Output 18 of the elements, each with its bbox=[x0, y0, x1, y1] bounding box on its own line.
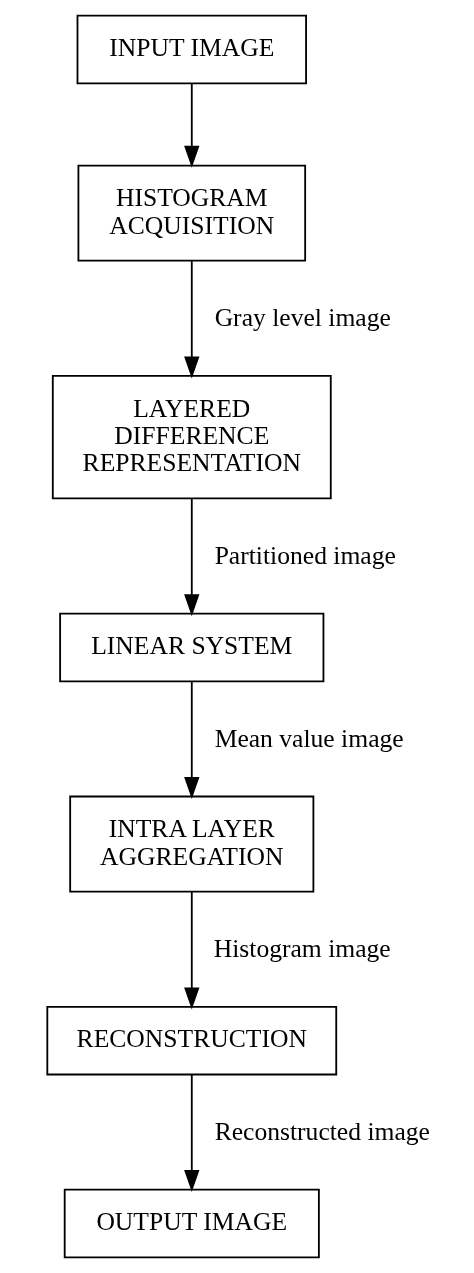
arrow bbox=[183, 497, 199, 617]
node-box: INPUT IMAGE bbox=[76, 14, 307, 85]
node-box: HISTOGRAM ACQUISITION bbox=[77, 164, 306, 262]
edge-label: Gray level image bbox=[214, 302, 391, 332]
edge-label: Mean value image bbox=[214, 723, 404, 753]
arrow bbox=[183, 260, 199, 379]
node-box: LINEAR SYSTEM bbox=[58, 612, 324, 683]
node-box: INTRA LAYER AGGREGATION bbox=[68, 795, 314, 893]
arrow bbox=[183, 1073, 199, 1193]
edge-label: Partitioned image bbox=[214, 540, 396, 570]
node-box: RECONSTRUCTION bbox=[45, 1005, 337, 1076]
arrow bbox=[183, 82, 199, 168]
arrow bbox=[183, 681, 199, 800]
edge-label: Reconstructed image bbox=[214, 1116, 430, 1146]
arrow bbox=[183, 890, 199, 1010]
node-box: LAYERED DIFFERENCE REPRESENTATION bbox=[51, 375, 332, 500]
edge-label: Histogram image bbox=[213, 933, 391, 963]
node-box: OUTPUT IMAGE bbox=[63, 1188, 320, 1259]
